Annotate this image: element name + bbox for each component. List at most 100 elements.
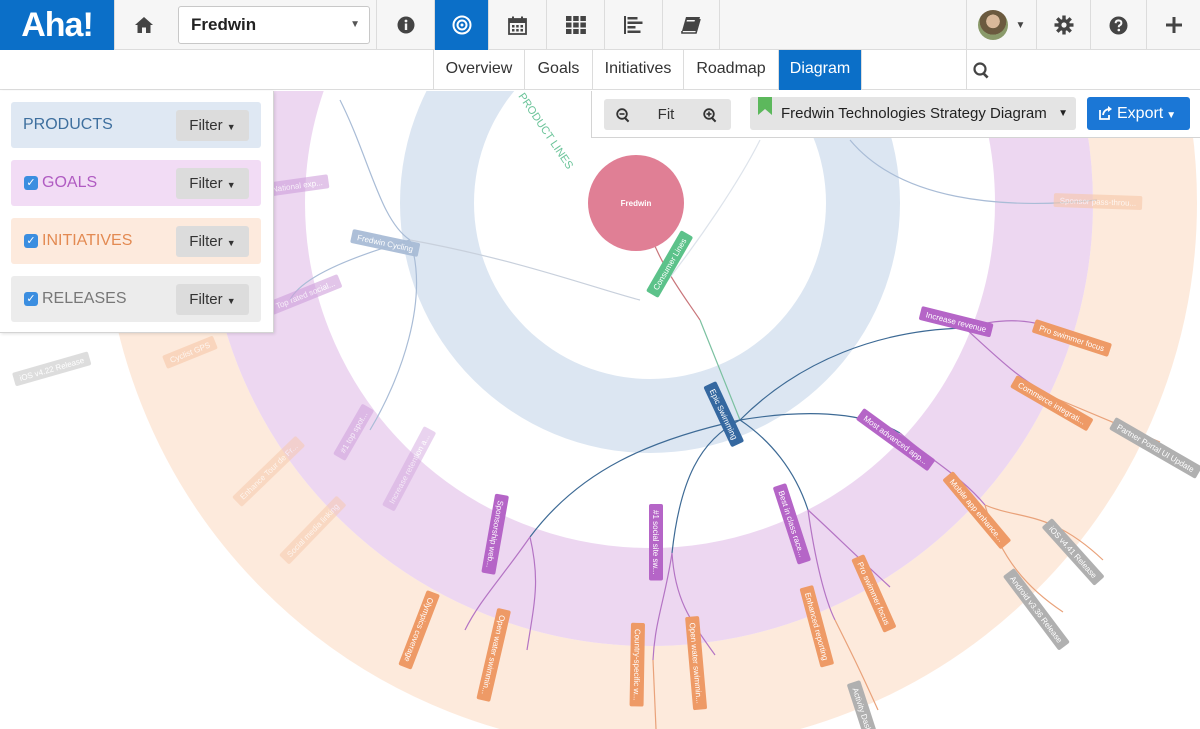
tab-initiatives[interactable]: Initiatives xyxy=(592,50,683,90)
caret-down-icon: ▼ xyxy=(226,180,236,190)
node-pill xyxy=(232,436,305,507)
grid-button[interactable] xyxy=(546,0,604,50)
zoom-out-icon xyxy=(615,108,629,123)
node-pill xyxy=(943,471,1011,549)
info-button[interactable] xyxy=(376,0,434,50)
goals-checkbox[interactable]: ✓ xyxy=(24,176,38,190)
diagram-node-national[interactable]: National exp... xyxy=(265,174,330,197)
releases-checkbox[interactable]: ✓ xyxy=(24,292,38,306)
diagram-node-ios422[interactable]: iOS v4.22 Release xyxy=(12,351,92,386)
chevron-down-icon: ▼ xyxy=(350,19,360,30)
filter-label: Filter xyxy=(189,291,223,308)
products-filter-button[interactable]: Filter ▼ xyxy=(176,110,249,141)
node-pill xyxy=(629,622,645,707)
strategy-button[interactable] xyxy=(434,0,488,50)
node-pill xyxy=(646,230,693,298)
notebook-button[interactable] xyxy=(662,0,720,50)
legend-releases-row: ✓ RELEASES Filter ▼ xyxy=(11,276,261,322)
node-pill xyxy=(851,554,896,633)
tab-overview[interactable]: Overview xyxy=(433,50,524,90)
legend-products-row: PRODUCTS Filter ▼ xyxy=(11,102,261,148)
add-button[interactable] xyxy=(1146,0,1200,50)
node-label: #1 social site sw... xyxy=(651,510,660,574)
node-pill xyxy=(350,229,421,257)
caret-down-icon: ▼ xyxy=(226,122,236,132)
export-button[interactable]: Export▼ xyxy=(1087,97,1190,130)
chevron-down-icon: ▼ xyxy=(1058,108,1068,119)
chevron-down-icon: ▼ xyxy=(1166,110,1177,121)
filter-label: Filter xyxy=(189,175,223,192)
top-bar: Aha! Fredwin Technologies ▼ ▼ xyxy=(0,0,1200,70)
center-node-label: Fredwin xyxy=(621,199,652,208)
gear-icon xyxy=(1054,15,1073,35)
legend-initiatives-row: ✓ INITIATIVES Filter ▼ xyxy=(11,218,261,264)
node-pill xyxy=(1042,518,1104,586)
calendar-icon xyxy=(508,16,527,35)
diagram-node-open-water-1[interactable]: Open water swimmin... xyxy=(685,616,707,711)
center-node[interactable]: Fredwin xyxy=(588,155,684,251)
filter-label: Filter xyxy=(189,117,223,134)
initiatives-checkbox[interactable]: ✓ xyxy=(24,234,38,248)
node-pill xyxy=(1053,193,1143,211)
node-pill xyxy=(382,426,436,511)
roadmap-bars-icon xyxy=(623,16,642,34)
node-pill xyxy=(847,680,881,729)
node-pill xyxy=(1003,568,1070,650)
tab-roadmap[interactable]: Roadmap xyxy=(683,50,778,90)
node-label: Sponsor pass-throu... xyxy=(1060,196,1137,208)
diagram-node-social[interactable]: #1 social site sw... xyxy=(649,504,663,581)
zoom-in-button[interactable] xyxy=(690,99,731,130)
tab-goals[interactable]: Goals xyxy=(524,50,592,90)
fit-button[interactable]: Fit xyxy=(657,106,675,123)
diagram-name: Fredwin Technologies Strategy Diagram xyxy=(781,105,1047,122)
legend-releases-label: RELEASES xyxy=(42,290,127,307)
zoom-out-button[interactable] xyxy=(604,99,642,130)
node-pill xyxy=(476,608,511,702)
diagram-controls: Fit Fredwin Technologies Strategy Diagra… xyxy=(591,91,1200,138)
diagram-node-sponsor-pass[interactable]: Sponsor pass-throu... xyxy=(1053,193,1143,211)
initiatives-filter-button[interactable]: Filter ▼ xyxy=(176,226,249,257)
node-pill xyxy=(1032,319,1112,357)
node-pill xyxy=(919,306,994,338)
book-icon xyxy=(681,17,701,34)
node-pill xyxy=(799,585,834,668)
legend-goals-label: GOALS xyxy=(42,174,98,191)
roadmap-button[interactable] xyxy=(604,0,662,50)
aha-logo[interactable]: Aha! xyxy=(0,0,114,50)
node-pill xyxy=(856,408,935,471)
legend-products-label: PRODUCTS xyxy=(23,116,113,133)
node-pill xyxy=(268,274,342,315)
releases-filter-button[interactable]: Filter ▼ xyxy=(176,284,249,315)
bookmark-flag-icon xyxy=(758,97,772,115)
tab-diagram[interactable]: Diagram xyxy=(778,50,862,90)
workspace-selector[interactable]: Fredwin Technologies ▼ xyxy=(178,6,370,70)
filter-label: Filter xyxy=(189,233,223,250)
node-pill xyxy=(265,174,330,197)
caret-down-icon: ▼ xyxy=(226,238,236,248)
user-menu[interactable]: ▼ xyxy=(966,0,1036,50)
search-icon xyxy=(973,62,989,79)
help-icon xyxy=(1109,16,1128,34)
node-label: Country-specific w... xyxy=(632,629,642,701)
avatar xyxy=(977,10,1008,40)
node-pill xyxy=(703,381,744,447)
strategy-subnav: Overview Goals Initiatives Roadmap Diagr… xyxy=(0,50,1200,90)
diagram-node-country[interactable]: Country-specific w... xyxy=(629,622,645,707)
node-pill xyxy=(481,493,509,575)
home-button[interactable] xyxy=(114,0,172,50)
legend-panel: PRODUCTS Filter ▼ ✓ GOALS Filter ▼ ✓ INI… xyxy=(0,91,274,333)
home-icon xyxy=(134,17,153,33)
goals-filter-button[interactable]: Filter ▼ xyxy=(176,168,249,199)
legend-initiatives-label: INITIATIVES xyxy=(42,232,133,249)
legend-goals-row: ✓ GOALS Filter ▼ xyxy=(11,160,261,206)
node-pill xyxy=(685,616,707,711)
zoom-in-icon xyxy=(703,108,717,123)
diagram-select[interactable]: Fredwin Technologies Strategy Diagram ▼ xyxy=(750,97,1076,130)
search-input[interactable] xyxy=(966,50,1200,90)
node-pill xyxy=(333,404,374,461)
help-button[interactable] xyxy=(1090,0,1146,50)
grid-icon xyxy=(565,16,586,34)
plus-icon xyxy=(1165,17,1182,33)
calendar-button[interactable] xyxy=(488,0,546,50)
settings-button[interactable] xyxy=(1036,0,1090,50)
